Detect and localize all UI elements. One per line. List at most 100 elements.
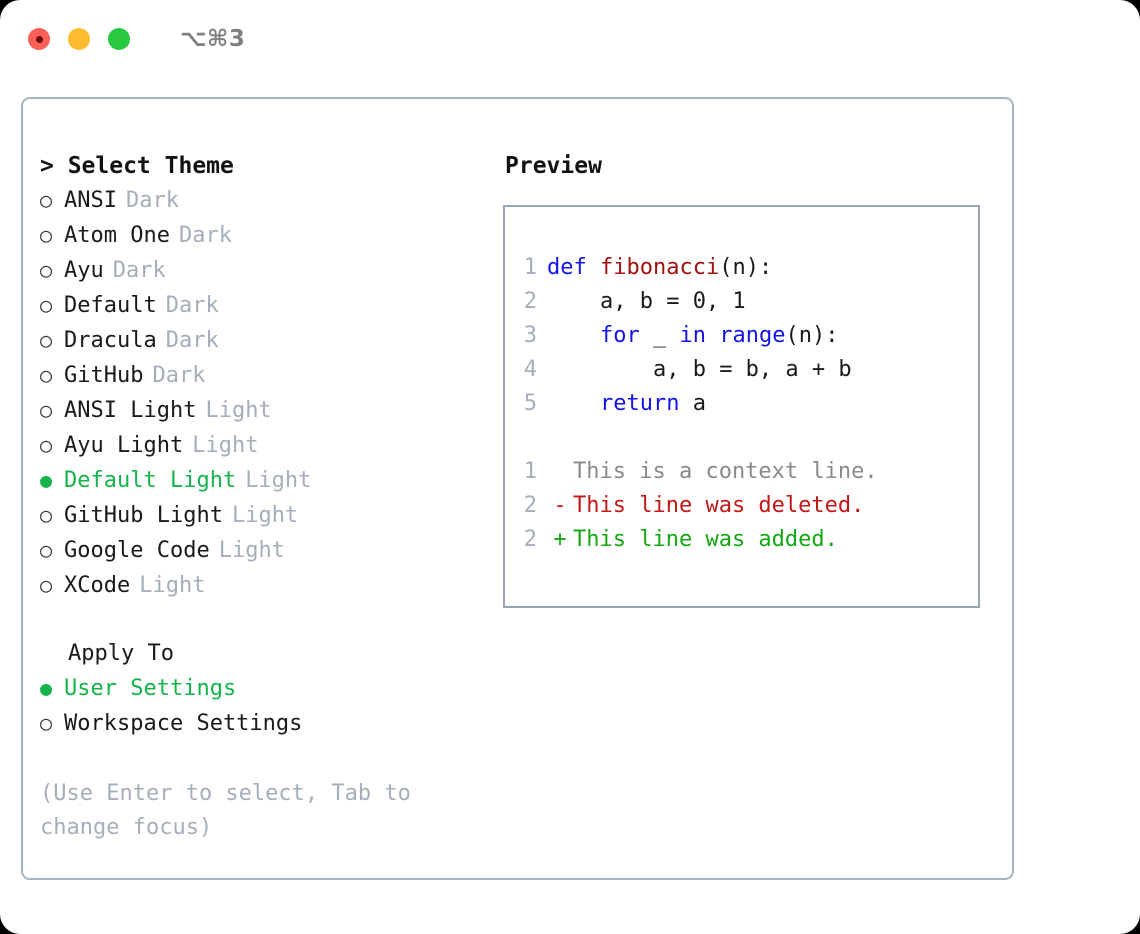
radio-unselected-icon[interactable]: ○ — [40, 363, 53, 387]
diff-sample: 1 This is a context line. 2-This line was … — [505, 455, 978, 557]
title-bar: ⌥⌘3 — [0, 0, 1140, 78]
theme-category-label: Light — [218, 538, 285, 563]
theme-category-label: Dark — [125, 188, 179, 213]
radio-unselected-icon[interactable]: ○ — [40, 328, 53, 352]
code-token: fibonacci — [600, 255, 720, 280]
line-number: 5 — [523, 391, 537, 416]
theme-name-label: Dracula — [64, 328, 157, 353]
keyboard-shortcut-label: ⌥⌘3 — [180, 26, 246, 52]
line-number: 3 — [523, 323, 537, 348]
theme-category-label: Light — [245, 468, 312, 493]
theme-list-item[interactable]: ● Default Light Light — [40, 463, 503, 498]
theme-category-label: Light — [139, 573, 206, 598]
theme-list-item[interactable]: ○ Google Code Light — [40, 533, 503, 568]
apply-to-item[interactable]: ● User Settings — [40, 671, 503, 706]
apply-to-list: ● User Settings ○ Workspace Settings — [40, 671, 503, 741]
line-number: 2 — [523, 527, 537, 552]
diff-line: 1 This is a context line. — [505, 455, 978, 489]
theme-list-item[interactable]: ○ XCode Light — [40, 568, 503, 603]
close-button-icon[interactable] — [28, 28, 50, 50]
theme-category-label: Dark — [178, 223, 232, 248]
apply-to-label: User Settings — [64, 676, 237, 701]
radio-unselected-icon[interactable]: ○ — [40, 538, 53, 562]
radio-selected-icon[interactable]: ● — [40, 468, 53, 492]
radio-selected-icon[interactable]: ● — [40, 676, 53, 700]
code-token: a, b = b, a + b — [652, 357, 852, 382]
apply-to-item[interactable]: ○ Workspace Settings — [40, 706, 503, 741]
theme-category-label: Dark — [165, 293, 219, 318]
select-theme-header: > Select Theme — [40, 153, 234, 179]
diff-line-text: This is a context line. — [573, 459, 878, 484]
diff-marker: + — [553, 527, 567, 552]
theme-category-label: Dark — [112, 258, 166, 283]
theme-name-label: ANSI Light — [64, 398, 197, 423]
radio-unselected-icon[interactable]: ○ — [40, 573, 53, 597]
code-token: (n): — [719, 255, 773, 280]
code-token: def — [547, 255, 587, 280]
code-token: a — [679, 391, 706, 416]
diff-line-text: This line was deleted. — [573, 493, 865, 518]
code-line: 1 def fibonacci(n): — [505, 251, 978, 285]
code-token: a, b = 0, 1 — [599, 289, 746, 314]
theme-list-item[interactable]: ○ Default Dark — [40, 288, 503, 323]
apply-to-header: Apply To — [68, 641, 174, 666]
radio-unselected-icon[interactable]: ○ — [40, 293, 53, 317]
apply-to-label: Workspace Settings — [64, 711, 303, 736]
radio-unselected-icon[interactable]: ○ — [40, 188, 53, 212]
theme-list-item[interactable]: ○ Dracula Dark — [40, 323, 503, 358]
theme-name-label: Atom One — [64, 223, 170, 248]
line-number: 1 — [523, 255, 537, 280]
diff-line-text: This line was added. — [573, 527, 838, 552]
theme-name-label: Default Light — [64, 468, 237, 493]
code-line: 2 a, b = 0, 1 — [505, 285, 978, 319]
diff-marker: - — [553, 493, 567, 518]
code-token — [706, 323, 719, 348]
keyboard-hint-text: (Use Enter to select, Tab to change focu… — [40, 781, 411, 840]
radio-unselected-icon[interactable]: ○ — [40, 433, 53, 457]
theme-name-label: Google Code — [64, 538, 210, 563]
radio-unselected-icon[interactable]: ○ — [40, 398, 53, 422]
diff-line: 2 +This line was added. — [505, 523, 978, 557]
theme-category-label: Light — [231, 503, 299, 528]
theme-category-label: Light — [192, 433, 259, 458]
code-token: _ — [639, 323, 680, 348]
code-line-text: a, b = b, a + b — [547, 353, 852, 387]
minimize-button-icon[interactable] — [68, 28, 90, 50]
window-controls — [28, 28, 130, 50]
code-token: return — [599, 391, 680, 416]
code-line: 3 for _ in range(n): — [505, 319, 978, 353]
line-number: 2 — [523, 493, 537, 518]
diff-marker — [547, 455, 573, 489]
radio-unselected-icon[interactable]: ○ — [40, 711, 53, 735]
radio-unselected-icon[interactable]: ○ — [40, 258, 53, 282]
code-line-text: def fibonacci(n): — [547, 251, 772, 285]
code-spacer — [505, 421, 978, 455]
theme-category-label: Dark — [165, 328, 219, 353]
radio-unselected-icon[interactable]: ○ — [40, 503, 53, 527]
theme-name-label: Default — [64, 293, 157, 318]
radio-unselected-icon[interactable]: ○ — [40, 223, 53, 247]
line-number: 2 — [523, 289, 537, 314]
theme-list-item[interactable]: ○ Atom One Dark — [40, 218, 503, 253]
code-line-text: return a — [547, 387, 706, 421]
theme-name-label: XCode — [64, 573, 131, 598]
theme-name-label: ANSI — [64, 188, 117, 213]
theme-list-item[interactable]: ○ ANSI Dark — [40, 183, 503, 218]
maximize-button-icon[interactable] — [108, 28, 130, 50]
line-number: 1 — [523, 459, 537, 484]
code-token: for — [599, 323, 640, 348]
line-number: 4 — [523, 357, 537, 382]
